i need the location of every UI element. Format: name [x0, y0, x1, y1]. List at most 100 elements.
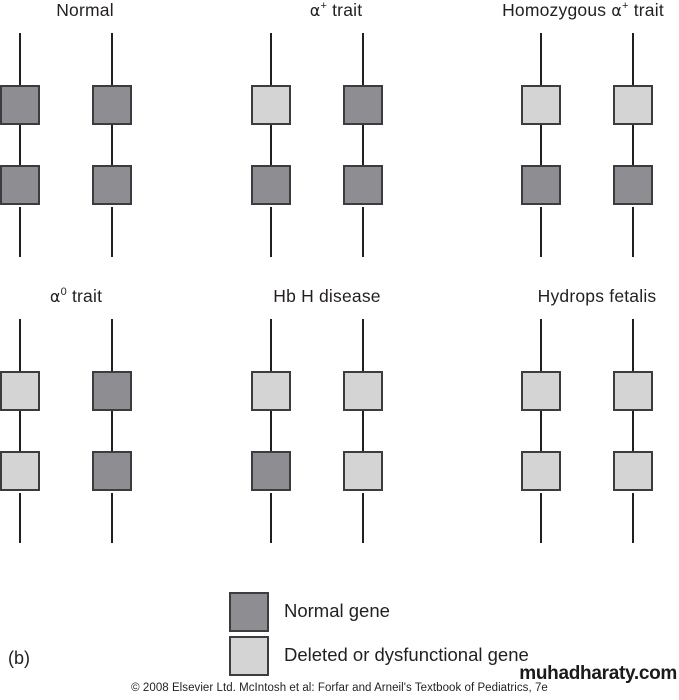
chromosome-arm-top [362, 33, 365, 85]
chromosome-pair-homozygous-alpha-plus-trait [521, 33, 673, 257]
gene-locus-2 [0, 451, 40, 491]
gene-locus-2 [613, 165, 653, 205]
chromosome-arm-bottom [19, 493, 22, 543]
chromosome-left [0, 319, 40, 543]
chromosome-pair-normal [0, 33, 152, 257]
alpha-superscript: 0 [60, 286, 67, 299]
gene-locus-2 [251, 451, 291, 491]
panel-title-hb-h-disease: Hb H disease [251, 286, 403, 306]
panel-title-text: trait [66, 286, 103, 306]
chromosome-arm-middle [540, 411, 543, 451]
gene-locus-2 [613, 451, 653, 491]
chromosome-pair-hydrops-fetalis [521, 319, 673, 543]
chromosome-arm-bottom [362, 207, 365, 257]
gene-locus-1 [251, 85, 291, 125]
gene-locus-2 [92, 165, 132, 205]
chromosome-arm-bottom [362, 493, 365, 543]
chromosome-right [92, 319, 132, 543]
chromosome-arm-bottom [540, 493, 543, 543]
panel-title-text: trait [628, 0, 664, 20]
chromosome-arm-middle [540, 125, 543, 165]
gene-locus-1 [613, 371, 653, 411]
legend-swatch-normal-gene [229, 592, 269, 632]
chromosome-arm-bottom [111, 493, 114, 543]
chromosome-arm-top [111, 33, 114, 85]
chromosome-left [251, 33, 291, 257]
panel-title-alpha-zero-trait: α0 trait [0, 286, 152, 306]
chromosome-arm-middle [111, 411, 114, 451]
chromosome-arm-middle [19, 411, 22, 451]
chromosome-arm-bottom [632, 493, 635, 543]
chromosome-pair-hb-h-disease [251, 319, 403, 543]
gene-locus-1 [521, 85, 561, 125]
chromosome-left [0, 33, 40, 257]
gene-locus-2 [251, 165, 291, 205]
chromosome-arm-bottom [632, 207, 635, 257]
panel-title-text: Normal [56, 0, 114, 20]
gene-locus-1 [343, 85, 383, 125]
chromosome-arm-bottom [111, 207, 114, 257]
chromosome-pair-alpha-plus-trait [251, 33, 403, 257]
alpha-superscript: + [320, 0, 328, 13]
chromosome-arm-middle [362, 125, 365, 165]
alpha-symbol: α [611, 1, 623, 20]
panel-title-text: Hb H disease [273, 286, 381, 306]
copyright-credit-line: © 2008 Elsevier Ltd. McIntosh et al: For… [131, 682, 548, 694]
chromosome-arm-top [111, 319, 114, 371]
alpha-symbol: α [309, 1, 321, 20]
gene-locus-2 [343, 451, 383, 491]
gene-locus-1 [613, 85, 653, 125]
chromosome-arm-middle [270, 125, 273, 165]
chromosome-arm-top [632, 33, 635, 85]
chromosome-arm-middle [270, 411, 273, 451]
gene-locus-1 [521, 371, 561, 411]
chromosome-arm-bottom [270, 207, 273, 257]
chromosome-arm-top [540, 319, 543, 371]
chromosome-right [343, 319, 383, 543]
gene-locus-2 [521, 451, 561, 491]
gene-locus-1 [0, 85, 40, 125]
chromosome-arm-bottom [540, 207, 543, 257]
chromosome-arm-bottom [19, 207, 22, 257]
chromosome-left [521, 33, 561, 257]
gene-locus-1 [343, 371, 383, 411]
panel-title-text: Hydrops fetalis [537, 286, 657, 306]
chromosome-arm-middle [111, 125, 114, 165]
gene-locus-1 [251, 371, 291, 411]
gene-locus-2 [521, 165, 561, 205]
chromosome-right [343, 33, 383, 257]
gene-locus-1 [92, 371, 132, 411]
chromosome-left [521, 319, 561, 543]
chromosome-arm-top [632, 319, 635, 371]
legend-swatch-deleted-gene [229, 636, 269, 676]
chromosome-arm-middle [362, 411, 365, 451]
legend-label-deleted-gene: Deleted or dysfunctional gene [284, 644, 529, 665]
chromosome-arm-top [270, 319, 273, 371]
panel-title-hydrops-fetalis: Hydrops fetalis [521, 286, 673, 306]
panel-title-alpha-plus-trait: α+ trait [251, 0, 421, 20]
chromosome-arm-middle [19, 125, 22, 165]
gene-locus-1 [92, 85, 132, 125]
alpha-symbol: α [49, 287, 61, 306]
chromosome-arm-middle [632, 411, 635, 451]
gene-locus-2 [343, 165, 383, 205]
chromosome-arm-top [19, 319, 22, 371]
panel-title-prefix: Homozygous [502, 0, 612, 20]
chromosome-arm-top [540, 33, 543, 85]
gene-locus-1 [0, 371, 40, 411]
chromosome-pair-alpha-zero-trait [0, 319, 152, 543]
legend-label-normal-gene: Normal gene [284, 600, 390, 621]
chromosome-right [613, 319, 653, 543]
chromosome-arm-top [362, 319, 365, 371]
gene-locus-2 [92, 451, 132, 491]
panel-title-homozygous-alpha-plus-trait: Homozygous α+ trait [487, 0, 679, 20]
alpha-superscript: + [622, 0, 629, 13]
panel-title-normal: Normal [0, 0, 170, 20]
panel-title-text: trait [327, 0, 363, 20]
chromosome-right [92, 33, 132, 257]
site-watermark: muhadharaty.com [519, 663, 677, 684]
chromosome-arm-top [270, 33, 273, 85]
chromosome-right [613, 33, 653, 257]
chromosome-arm-middle [632, 125, 635, 165]
